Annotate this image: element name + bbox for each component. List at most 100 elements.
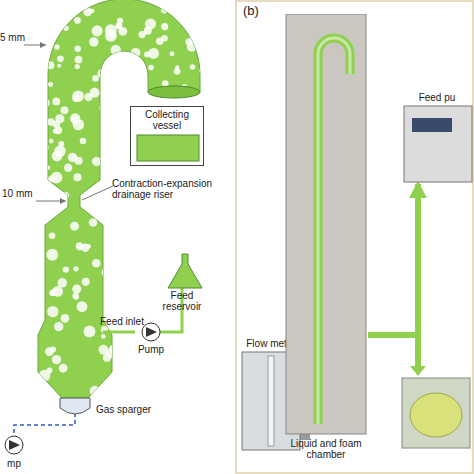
bubble: [48, 175, 55, 182]
feed-reservoir: Feed reservoir: [150, 250, 214, 314]
bubble: [170, 51, 175, 56]
bubble: [73, 266, 78, 271]
bubble: [114, 287, 120, 293]
feed-pump: Feed pu: [400, 92, 474, 184]
bubble: [199, 69, 204, 74]
bubble: [161, 35, 168, 42]
bubble: [102, 194, 112, 204]
bubble: [54, 322, 63, 331]
bubble: [131, 253, 138, 260]
beaker-liquid: [410, 393, 462, 437]
bubble: [52, 98, 60, 106]
bubble: [52, 355, 61, 364]
bubble: [48, 82, 53, 87]
feed-pump-shape: [400, 92, 474, 184]
bubble: [194, 0, 201, 4]
bubble: [47, 61, 55, 69]
bubble: [62, 192, 69, 199]
bubble: [46, 4, 54, 12]
bubble: [101, 268, 110, 277]
bubble: [101, 120, 112, 131]
bubble: [97, 69, 106, 78]
bubble: [101, 148, 111, 158]
bubble: [190, 64, 195, 69]
bubble: [189, 8, 200, 19]
bubble: [121, 205, 133, 217]
bubble: [138, 98, 146, 106]
annotation-label: Feed inlet: [100, 316, 160, 327]
foam-chamber: Liquid and foam chamber: [284, 14, 368, 462]
bubble: [99, 104, 108, 113]
bubble: [127, 278, 137, 288]
bubble: [92, 259, 101, 268]
bubble: [73, 119, 84, 130]
bubble: [92, 157, 101, 166]
bubble: [115, 87, 124, 96]
bubble: [72, 154, 76, 158]
bubble: [32, 387, 41, 396]
bubble: [45, 165, 50, 170]
bubble: [61, 314, 70, 323]
bubble: [112, 344, 117, 349]
bubble: [50, 290, 56, 296]
bubble: [32, 191, 40, 199]
bubble: [185, 218, 193, 226]
bubble: [175, 378, 182, 385]
bubble: [195, 365, 206, 376]
bubble: [158, 207, 166, 215]
bubble: [75, 157, 83, 165]
node-label: Collecting vessel: [131, 109, 203, 131]
bubble: [75, 56, 83, 64]
bubble: [186, 208, 193, 215]
bubble: [54, 44, 59, 49]
bubble: [58, 141, 64, 147]
feed-line: [103, 331, 135, 334]
bubble: [166, 362, 174, 370]
bubble: [109, 201, 120, 212]
bubble: [72, 293, 78, 299]
bubble: [160, 228, 170, 238]
bubble: [188, 249, 200, 261]
bubble: [50, 347, 56, 353]
bubble: [193, 317, 200, 324]
bubble: [47, 306, 58, 317]
bubble: [174, 318, 184, 328]
bubble: [146, 283, 157, 294]
bubble: [196, 28, 207, 39]
annotation-label: 5 mm: [0, 32, 30, 43]
bubble: [142, 259, 148, 265]
bubble: [145, 18, 156, 29]
bubble: [105, 24, 117, 36]
bubble: [64, 163, 72, 171]
dimension-arrow: [40, 42, 46, 48]
bubble: [111, 59, 119, 67]
flow-connector: [368, 184, 418, 335]
bubble: [74, 17, 81, 24]
bubble: [63, 266, 69, 272]
bubble: [127, 257, 134, 264]
node-label: Pump: [134, 344, 168, 355]
bubble: [90, 386, 101, 397]
bubble: [155, 253, 161, 259]
bubble: [111, 372, 121, 382]
bubble: [151, 236, 155, 240]
bubble: [50, 196, 54, 200]
bubble: [117, 110, 121, 114]
bubble: [80, 0, 88, 4]
bubble: [124, 266, 132, 274]
bubble: [47, 368, 53, 374]
bubble: [108, 381, 119, 392]
bubble: [89, 218, 98, 227]
bubble: [195, 126, 203, 134]
bubble: [54, 145, 65, 156]
bubble: [124, 124, 128, 128]
bubble: [192, 116, 203, 127]
node-label: mp: [0, 458, 28, 469]
bubble: [183, 376, 190, 383]
bubble: [36, 315, 40, 319]
bubble: [154, 390, 158, 394]
bubble: [38, 212, 44, 218]
node-label: Liquid and foam chamber: [284, 438, 368, 460]
